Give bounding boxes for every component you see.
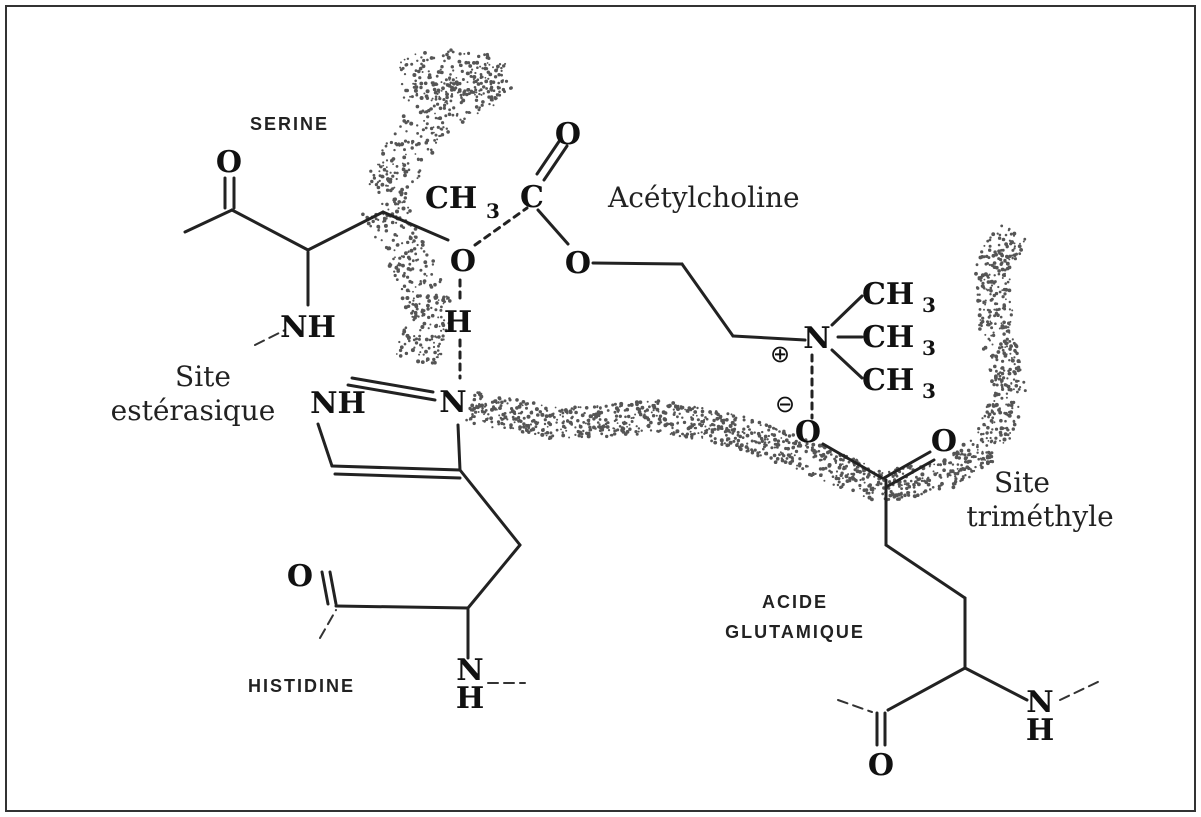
nmethyl-bond-1 (830, 294, 864, 327)
serine-nh-chain (254, 329, 286, 346)
glutamate-carbonyl-bond-b (886, 458, 936, 488)
glutamate-sidechain-2 (884, 543, 967, 600)
histidine-backbone-left (319, 609, 337, 639)
histidine-h-bottom: H (456, 681, 484, 716)
trimethyl-site-label-line1: Site (994, 466, 1050, 499)
acetyl-ch-subscript: 3 (486, 199, 500, 223)
serine-residue (183, 176, 450, 346)
methyl-1-ch: CH (862, 277, 914, 312)
acetyl-carbonyl-o: O (555, 117, 581, 152)
methyl-3-subscript: 3 (922, 379, 936, 403)
serine-sidechain-1 (306, 210, 385, 252)
esterase-site-label-line1: Site (175, 360, 231, 393)
glutamate-carbonyl2-o: O (868, 748, 894, 783)
histidine-n-bottom: N (456, 653, 483, 688)
serine-hydroxyl-o: O (450, 244, 476, 279)
choline-chain-2 (680, 262, 735, 338)
histidine-carbonyl-o: O (287, 559, 313, 594)
enzyme-surface-stipple (361, 48, 1027, 502)
glutamate-bond-carbonyl (886, 666, 967, 712)
choline-n: N (803, 321, 830, 356)
imidazole-bond-1 (346, 383, 437, 402)
methyl-3-ch: CH (862, 363, 914, 398)
acetyl-carbonyl-bond-a (535, 138, 562, 176)
histidine-carbonyl-bond-b (320, 570, 330, 606)
figure-frame (5, 5, 1196, 812)
acetyl-ester-bond (536, 208, 570, 246)
glutamate-co-bond (821, 442, 884, 480)
acetylcholine-molecule (535, 138, 864, 380)
serine-sidechain-2 (381, 210, 450, 242)
glutamate-o-minus: O (795, 415, 821, 450)
histidine-sidechain-2 (466, 543, 522, 610)
glutamic-acid-label-line2: GLUTAMIQUE (725, 622, 865, 642)
imidazole-bond-1b (350, 376, 435, 394)
serine-label: SERINE (250, 114, 329, 134)
imidazole-bond-3b (333, 472, 462, 480)
imidazole-bond-2 (316, 422, 334, 468)
serine-hydroxyl-h: H (444, 305, 472, 340)
choline-chain-3 (731, 334, 807, 342)
choline-chain-1 (591, 261, 684, 266)
glutamic-acid-label-line1: ACIDE (762, 592, 828, 612)
methyl-1-subscript: 3 (922, 293, 936, 317)
imidazole-bond-4 (456, 423, 462, 472)
glutamate-h: H (1026, 713, 1054, 748)
imidazole-bond-3 (330, 464, 462, 472)
serine-backbone-left (183, 208, 234, 234)
nmethyl-bond-3 (830, 348, 864, 380)
acetyl-carbonyl-bond-b (542, 144, 569, 182)
glutamate-carbonyl-o: O (931, 424, 957, 459)
positive-charge: ⊕ (770, 340, 790, 368)
serine-nh: NH (280, 310, 336, 345)
methyl-2-subscript: 3 (922, 336, 936, 360)
serine-bond-ca (230, 208, 310, 252)
histidine-carbonyl-bond-a (328, 570, 338, 606)
histidine-bond-carbonyl (334, 604, 470, 610)
glutamate-bond-nh (963, 666, 1029, 702)
hbond-serine-o-to-carbonyl (473, 206, 529, 247)
histidine-label: HISTIDINE (248, 676, 355, 696)
histidine-residue (316, 376, 526, 684)
glutamate-backbone-left (837, 699, 873, 713)
glutamate-nh-chain (1059, 679, 1103, 701)
methyl-2-ch: CH (862, 320, 914, 355)
histidine-sidechain-1 (458, 468, 522, 547)
negative-charge: ⊖ (775, 390, 795, 418)
acetyl-carbon: C (520, 180, 544, 215)
esterase-site-label-line2: estérasique (111, 394, 276, 427)
glutamic-acid-residue (821, 442, 1103, 747)
acetylcholine-label: Acétylcholine (607, 181, 800, 214)
histidine-nh: NH (310, 386, 366, 421)
glutamate-carbonyl-bond-a (882, 450, 932, 480)
glutamate-n: N (1026, 685, 1053, 720)
ester-o: O (565, 246, 591, 281)
trimethyl-site-label-line2: triméthyle (966, 500, 1113, 533)
histidine-n: N (439, 385, 466, 420)
acetyl-ch: CH (425, 181, 477, 216)
serine-carbonyl-o: O (216, 145, 242, 180)
